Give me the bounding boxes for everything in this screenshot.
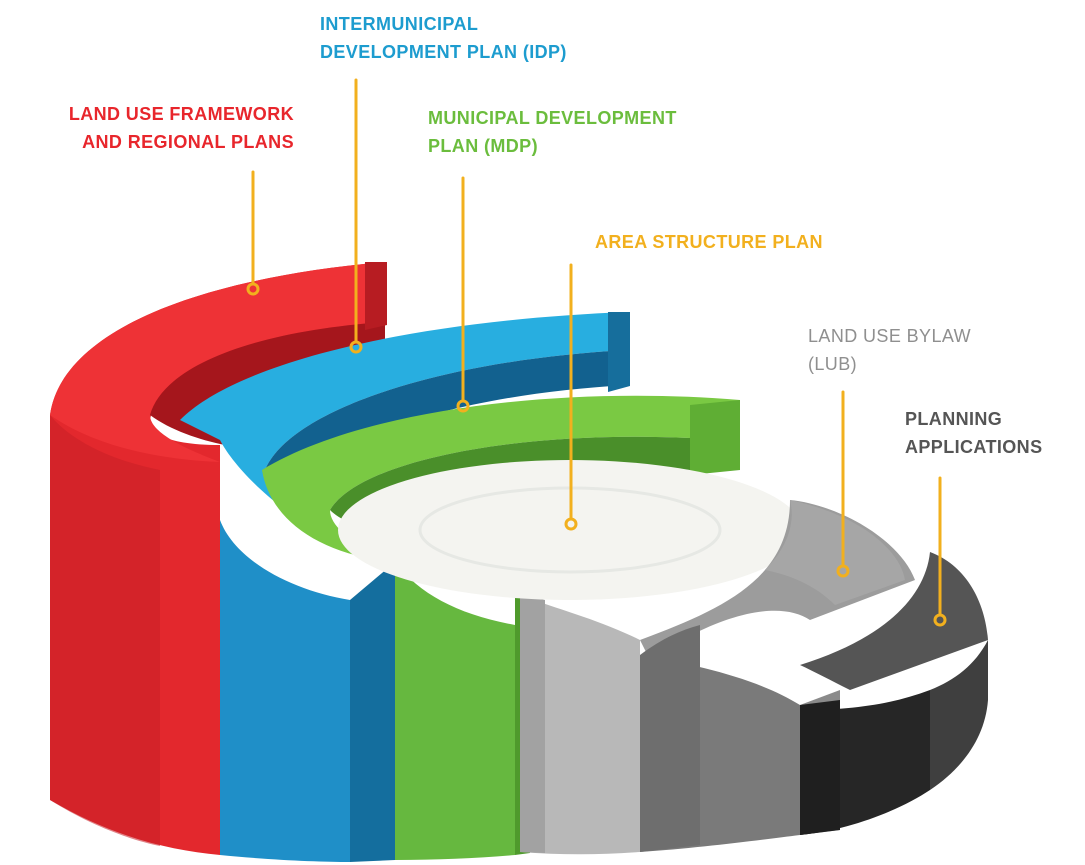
label-asp-line-1: AREA STRUCTURE PLAN (595, 232, 823, 252)
ring-mdp-top (262, 395, 740, 597)
ring-land-use-framework-end-cap (365, 262, 387, 330)
ring-mdp-outer-wall (395, 562, 515, 860)
marker-land-use-framework (246, 282, 260, 296)
marker-mdp (456, 399, 470, 413)
ring-idp-side-dark (350, 562, 395, 862)
ring-land-use-framework-top (50, 262, 385, 462)
ring-idp-outer-wall (220, 440, 350, 862)
label-idp-line-1: INTERMUNICIPAL (320, 14, 479, 34)
label-lub: LAND USE BYLAW (LUB) (808, 322, 971, 378)
label-idp: INTERMUNICIPAL DEVELOPMENT PLAN (IDP) (320, 10, 567, 66)
block-planning-front-left (800, 700, 840, 835)
label-planning-line-1: PLANNING (905, 409, 1003, 429)
label-asp: AREA STRUCTURE PLAN (595, 228, 823, 256)
leader-lines (246, 78, 947, 627)
marker-idp (349, 340, 363, 354)
marker-asp (564, 517, 578, 531)
label-idp-line-2: DEVELOPMENT PLAN (IDP) (320, 42, 567, 62)
label-planning: PLANNING APPLICATIONS (905, 405, 1042, 461)
block-planning-side (930, 640, 988, 790)
ring-mdp-inner-wall (330, 436, 690, 528)
block-lub-front-left (640, 625, 700, 852)
label-land-use-framework-line-2: AND REGIONAL PLANS (82, 132, 294, 152)
marker-lub (836, 564, 850, 578)
label-mdp: MUNICIPAL DEVELOPMENT PLAN (MDP) (428, 104, 677, 160)
ring-idp-end-cap (608, 312, 630, 392)
ring-idp-top (180, 312, 628, 562)
label-land-use-framework: LAND USE FRAMEWORK AND REGIONAL PLANS (24, 100, 294, 156)
marker-planning (933, 613, 947, 627)
label-mdp-line-2: PLAN (MDP) (428, 136, 538, 156)
label-lub-line-2: (LUB) (808, 354, 858, 374)
label-planning-line-2: APPLICATIONS (905, 437, 1043, 457)
ring-land-use-framework-front-shade (50, 415, 160, 846)
ring-mdp-end-cap (690, 400, 740, 475)
disc-asp-side (520, 595, 640, 855)
disc-asp-side-shade (520, 595, 545, 853)
label-lub-line-1: LAND USE BYLAW (808, 326, 971, 346)
ring-idp-inner-wall (265, 350, 628, 495)
label-mdp-line-1: MUNICIPAL DEVELOPMENT (428, 108, 677, 128)
ring-idp (180, 312, 630, 862)
block-lub-top-face (765, 500, 905, 605)
label-land-use-framework-line-1: LAND USE FRAMEWORK (68, 104, 294, 124)
